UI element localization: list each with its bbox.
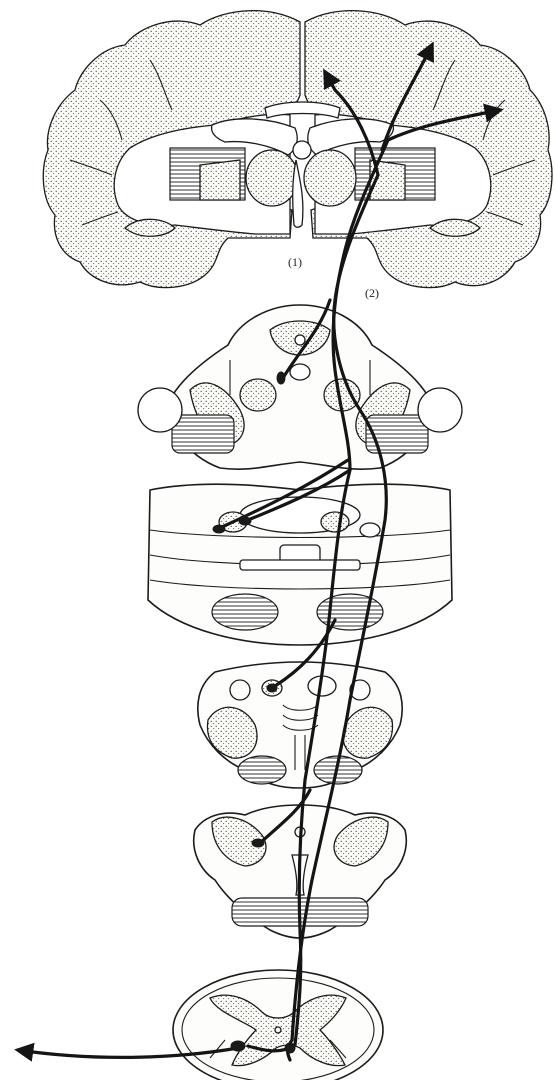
pons-section [148,484,452,645]
upper-medulla-section [198,662,402,788]
label-2: (2) [365,286,379,300]
corpus-callosum [265,102,340,118]
midbrain-section [138,305,462,469]
upper-medulla-target-nucleus [267,684,277,692]
thalamus-left [246,150,298,206]
pyramidal-tract-pons-left [212,594,278,630]
spinal-motor-neuron-right [285,1043,295,1053]
spinal-motor-neuron-left [231,1041,245,1051]
pyramid-upper-left [238,756,286,784]
red-nucleus-left [240,379,276,411]
pons-target-nucleus-left [213,525,225,533]
thalamus-right [304,150,356,206]
cerebral-peduncle-right [366,415,428,453]
cerebrum-section: (1) (2) [43,11,552,300]
label-1: (1) [288,255,302,269]
cerebral-peduncle-left [172,415,234,453]
trigeminal-nucleus-right [321,512,349,532]
midbrain-target-nucleus [277,372,285,384]
spinal-cord-section [173,970,383,1080]
pons-target-nucleus-right [239,517,251,525]
lower-medulla-target-nucleus [252,839,264,847]
